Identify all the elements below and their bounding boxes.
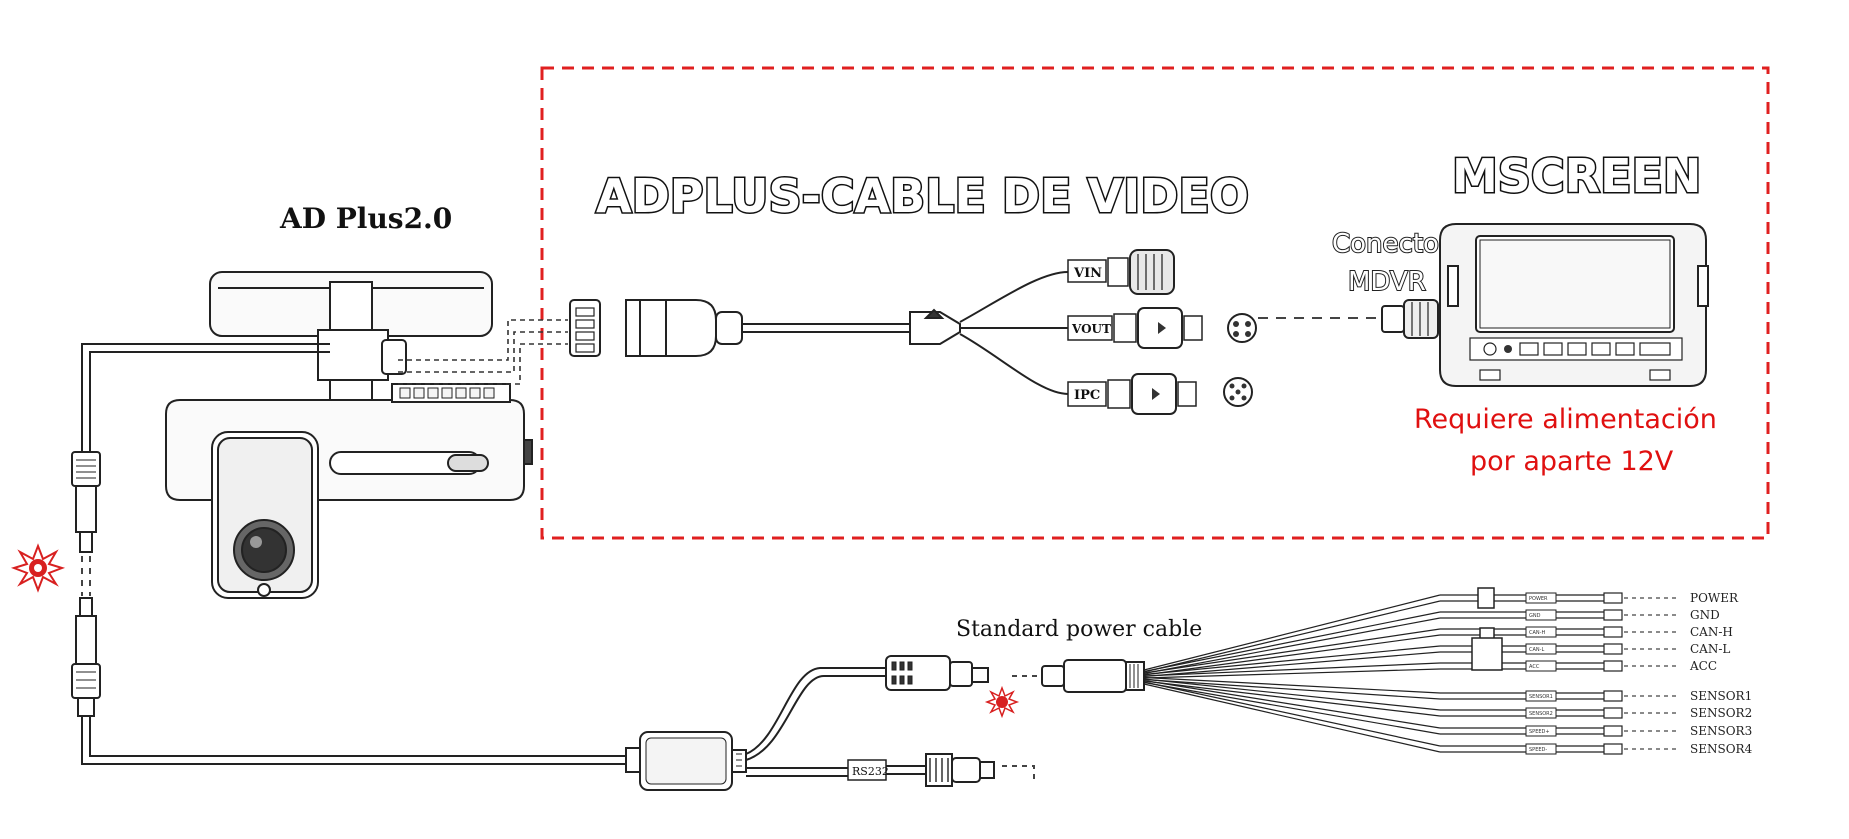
wire-tag-box xyxy=(1525,725,1557,737)
wire-tag-box xyxy=(1525,643,1557,655)
fuse-holder-power xyxy=(1477,587,1495,609)
wire-tag-box xyxy=(1525,609,1557,621)
wire-can-l: CAN-L CAN-L xyxy=(1143,642,1730,678)
wire-gnd: GND GND xyxy=(1143,608,1720,675)
wire-tag-text: SENSOR2 xyxy=(1529,711,1553,717)
wire-label-sensor1: SENSOR1 xyxy=(1690,689,1752,703)
connector-label-line1: Conector xyxy=(1332,229,1450,259)
device-title: AD Plus2.0 xyxy=(279,202,452,235)
wire-tag-text: GND xyxy=(1529,613,1541,619)
inline-plug-lower xyxy=(71,597,101,717)
wire-tag-text: ACC xyxy=(1529,664,1540,670)
vin-label: VIN xyxy=(1073,266,1102,281)
wire-tag-box xyxy=(1525,660,1557,672)
power-note-line1: Requiere alimentación xyxy=(1414,404,1717,435)
standard-power-cable-label: Standard power cable xyxy=(956,617,1202,642)
wire-sensor2: SENSOR2 SENSOR2 xyxy=(1143,678,1752,720)
vout-label: VOUT xyxy=(1071,322,1111,336)
standard-power-cable-plug xyxy=(1041,659,1145,693)
wire-label-gnd: GND xyxy=(1690,608,1720,622)
wire-tag-box xyxy=(1525,743,1557,755)
wire-label-sensor2: SENSOR2 xyxy=(1690,706,1752,720)
wire-tag-text: CAN-L xyxy=(1529,647,1544,653)
wire-label-sensor4: SENSOR4 xyxy=(1690,742,1753,756)
ipc-connector: IPC xyxy=(1067,373,1253,415)
connector-label-line2: MDVR xyxy=(1348,267,1426,297)
fuse-holder-acc xyxy=(1471,627,1503,671)
wire-tag-text: SENSOR1 xyxy=(1529,694,1553,700)
wire-label-acc: ACC xyxy=(1689,659,1717,673)
wire-tag-box xyxy=(1525,707,1557,719)
wire-tag-box xyxy=(1525,592,1557,604)
wire-power: POWER POWER xyxy=(1143,591,1739,673)
device-video-dashed-link xyxy=(398,319,568,385)
wire-label-can-l: CAN-L xyxy=(1690,642,1730,656)
wire-label-sensor3: SENSOR3 xyxy=(1690,724,1752,738)
disconnect-marker-left xyxy=(10,543,66,593)
wire-sensor4: SPEED- SENSOR4 xyxy=(1143,681,1753,756)
video-cable-plug xyxy=(625,299,743,357)
wire-can-h: CAN-H CAN-H xyxy=(1143,625,1733,676)
wire-tag-text: SPEED- xyxy=(1529,747,1547,753)
video-splitter xyxy=(909,308,961,345)
video-branches xyxy=(959,271,1069,395)
wire-tag-box xyxy=(1525,626,1557,638)
power-note-line2: por aparte 12V xyxy=(1470,446,1674,477)
vout-connector: VOUT xyxy=(1067,307,1257,349)
video-section-dashed-box xyxy=(540,66,1770,540)
mdvr-connector xyxy=(1381,299,1439,339)
inline-link-dashed xyxy=(81,556,91,596)
junction-box xyxy=(625,731,747,791)
monitor-title: MSCREEN xyxy=(1452,149,1701,203)
wire-tag-text: CAN-H xyxy=(1529,630,1545,636)
vout-pin-face xyxy=(1227,313,1257,343)
video-cable-title: ADPLUS-CABLE DE VIDEO xyxy=(596,169,1249,223)
device-power-cable xyxy=(81,343,628,765)
wire-sensor1: SENSOR1 SENSOR1 xyxy=(1143,676,1752,703)
wire-tag-text: POWER xyxy=(1529,596,1548,602)
junction-power-branch xyxy=(745,667,886,777)
adplus-device xyxy=(165,271,533,599)
rs232-label: RS232 xyxy=(852,765,889,778)
disconnect-marker-power xyxy=(984,685,1020,719)
wire-label-can-h: CAN-H xyxy=(1690,625,1733,639)
inline-plug-upper xyxy=(71,451,101,553)
power-plug-male xyxy=(885,655,989,691)
wire-tag-text: SPEED+ xyxy=(1529,729,1550,735)
rs232-branch: RS232 xyxy=(847,753,1035,787)
ipc-label: IPC xyxy=(1074,388,1100,403)
vin-connector: VIN xyxy=(1067,249,1175,295)
wire-acc: ACC ACC xyxy=(1143,659,1717,679)
video-plug-socket xyxy=(569,299,601,357)
monitor xyxy=(1439,223,1709,387)
wire-tag-box xyxy=(1525,690,1557,702)
wire-sensor3: SPEED+ SENSOR3 xyxy=(1143,679,1752,738)
wire-label-power: POWER xyxy=(1690,591,1739,605)
